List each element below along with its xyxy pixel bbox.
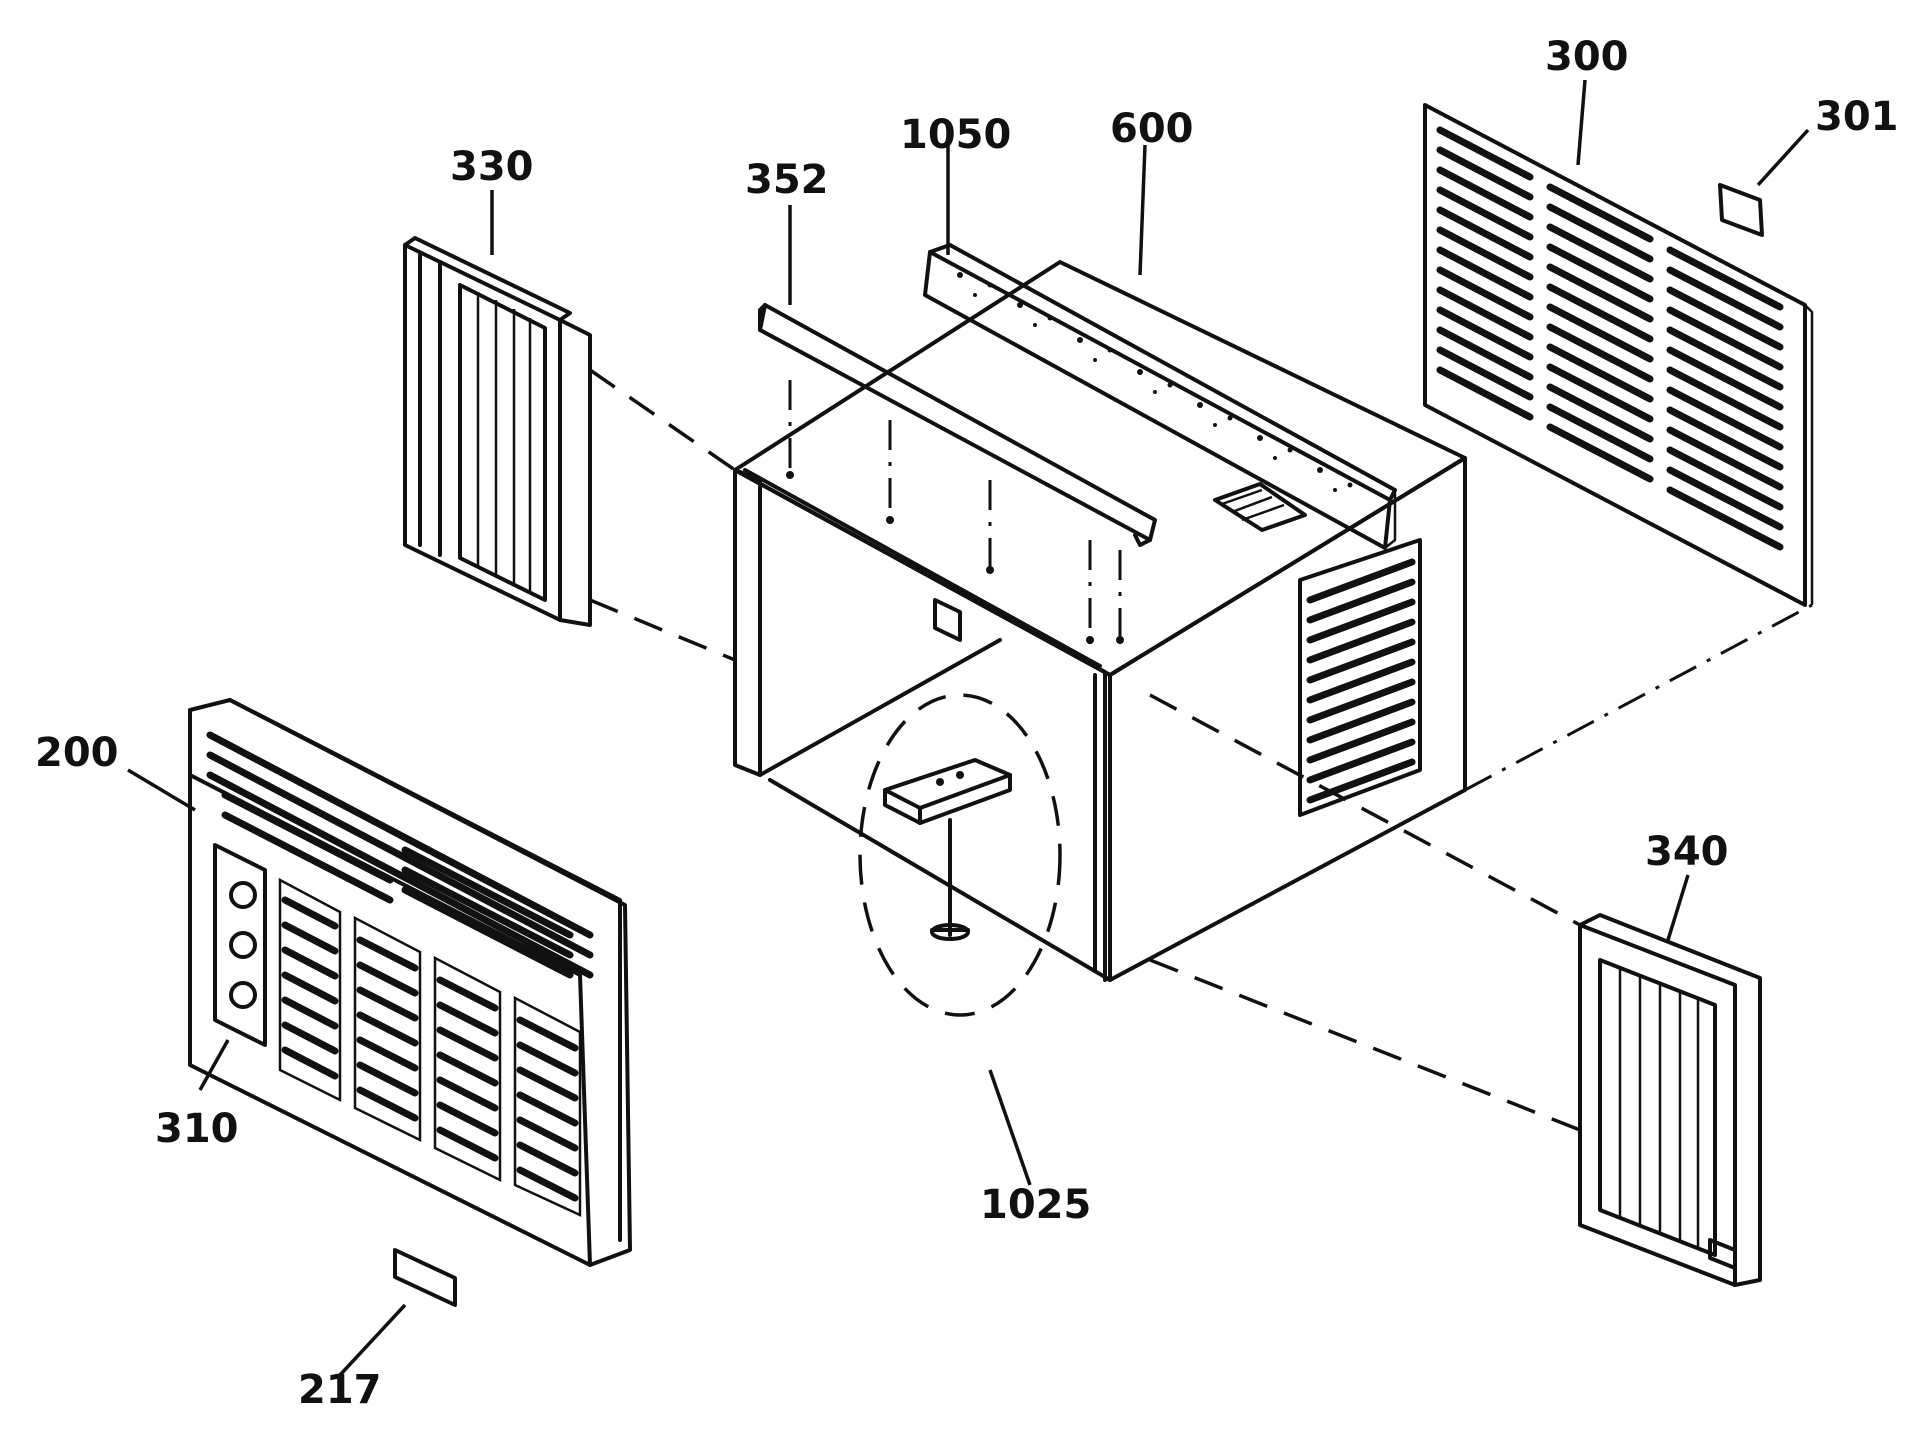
label-310: 310 — [155, 1106, 239, 1152]
label-352: 352 — [745, 157, 829, 203]
label-plate-217 — [393, 1248, 457, 1307]
leader-lines — [127, 79, 1810, 1377]
cabinet-side-louvers — [1298, 538, 1422, 817]
label-200: 200 — [35, 730, 119, 776]
label-217: 217 — [298, 1367, 382, 1413]
front-grille-200 — [188, 698, 632, 1267]
bracket-1025-detail — [858, 693, 1062, 1017]
label-plate-301 — [1718, 183, 1764, 237]
rear-grille-300 — [1423, 103, 1814, 607]
label-300: 300 — [1545, 34, 1629, 80]
side-curtain-330 — [403, 236, 592, 627]
side-curtain-340 — [1578, 913, 1762, 1287]
cabinet-600 — [733, 260, 1467, 982]
label-340: 340 — [1645, 829, 1729, 875]
explode-lines — [589, 368, 1813, 1132]
label-1050: 1050 — [900, 112, 1011, 158]
foam-strip-1050 — [923, 243, 1397, 550]
label-600: 600 — [1110, 106, 1194, 152]
part-labels: 600 1050 352 330 300 301 200 310 217 102… — [35, 34, 1899, 1413]
label-330: 330 — [450, 144, 534, 190]
front-frame — [733, 468, 1107, 982]
rail-352 — [758, 303, 1157, 547]
label-301: 301 — [1815, 94, 1899, 140]
mounting-screws — [786, 380, 1124, 650]
label-1025: 1025 — [980, 1182, 1091, 1228]
